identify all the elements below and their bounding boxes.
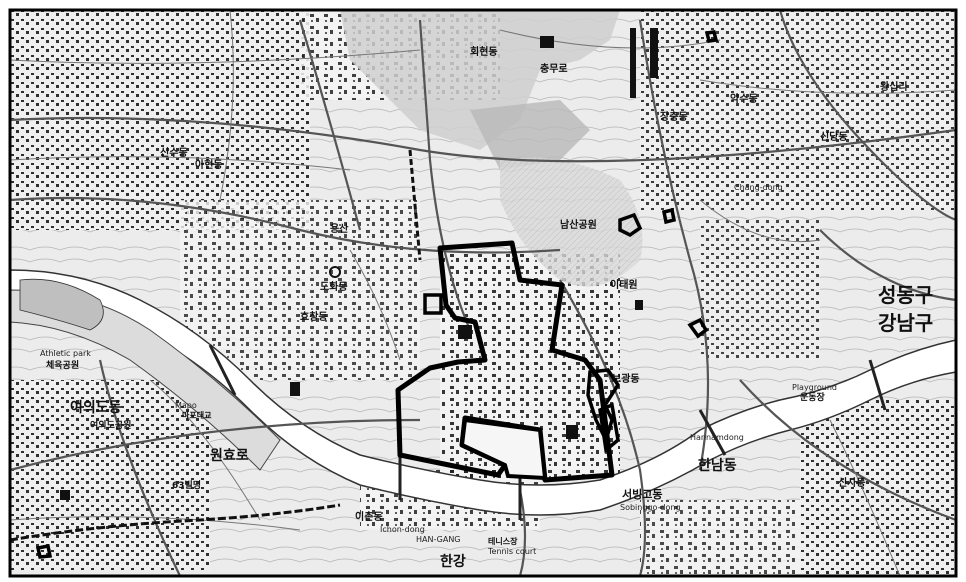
label-yeouido-park: 여의도공원 [90,419,131,431]
label-itaewon: 이태원 [610,278,638,291]
label-playground: Playground [792,383,837,392]
label-han-river: HAN-GANG [416,535,461,544]
label-wonhyo: 원효로 [210,448,249,464]
label-sindang: 신당동 [820,130,848,143]
label-hoehyeon: 회현동 [470,45,498,58]
yeouido-island [9,289,281,471]
site-markers [35,30,719,559]
label-playground-kr: 운동장 [800,391,826,403]
label-hannam: 한남동 [698,457,737,474]
label-63: 63빌딩 [172,479,201,491]
map-labels: 성동구 강남구 Athletic park 체육공원 여의도동 여의도공원 Pl… [40,45,933,570]
map-frame [8,8,958,578]
roads [9,9,957,577]
label-tennis-court-kr: 테니스장 [488,536,518,546]
label-seongdong: 성동구 [878,283,933,307]
label-wangsimni: 왕십리 [880,80,908,93]
label-sinsu: 신수동 [160,146,188,159]
inner-parcel [459,417,548,481]
label-mapo: Mapo [175,401,197,410]
label-dohwa: 도화동 [320,281,348,293]
label-gangnam: 강남구 [878,311,933,335]
label-seobinggo-en: Sobinggo-dong [620,503,681,512]
railway [9,503,341,542]
label-bogwang: 보광동 [612,373,640,385]
label-jangchung: 장충동 [660,110,688,123]
label-yeouido: 여의도동 [70,399,122,416]
label-namsan: 남산공원 [560,218,597,231]
label-athletic-park: Athletic park [40,349,91,358]
label-ichon-en: Ichon-dong [380,525,425,534]
label-ahyeon: 아현동 [195,158,223,171]
label-mapo-kr: 마포대교 [182,410,212,420]
label-seobinggo: 서빙고동 [622,487,662,501]
label-sinsa: 신사동 [838,476,866,489]
label-chang-dong: Chang-dong [734,183,783,192]
label-yongsan: 용산 [330,222,349,235]
landmark-buildings [60,28,658,500]
namsan-park-area [500,157,643,287]
label-yaksu: 약수동 [730,92,758,105]
label-ichon: 이촌동 [355,510,383,523]
label-tennis-court: Tennis court [487,547,536,556]
label-chungmu: 충무로 [540,62,568,75]
label-han-river-kr: 한강 [440,553,466,570]
label-hyochang: 효창동 [300,310,328,323]
label-hannam-en: Hannamdong [690,433,744,442]
label-athletic-park-kr: 체육공원 [46,359,79,371]
